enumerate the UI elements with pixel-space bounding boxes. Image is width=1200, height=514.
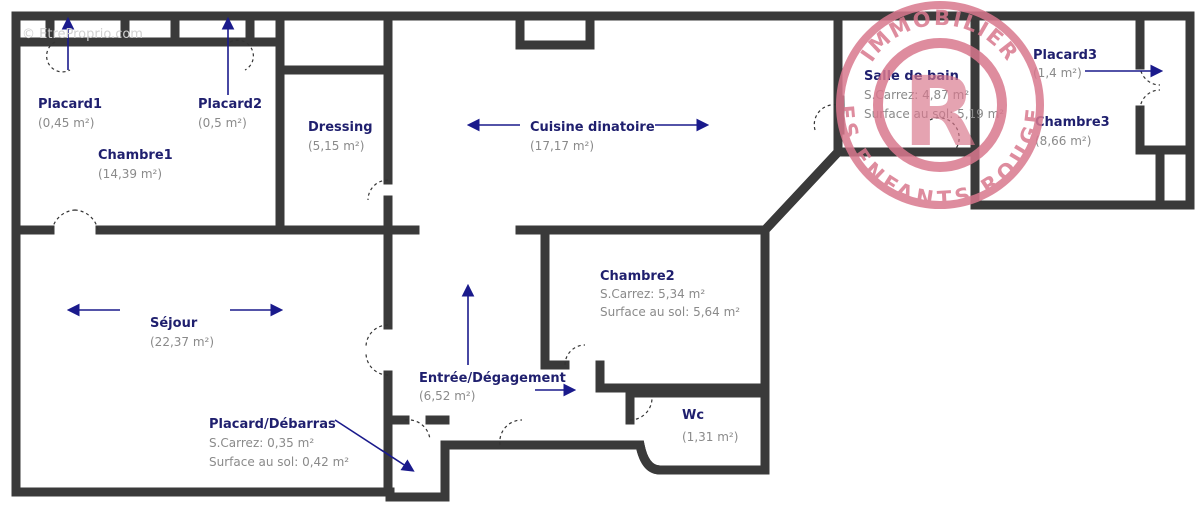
room-label: Placard1 bbox=[38, 97, 102, 112]
room-label: Séjour bbox=[150, 316, 198, 331]
room-label: Chambre3 bbox=[1035, 115, 1110, 130]
stamp-initials: R bbox=[903, 56, 977, 168]
room-area: (0,45 m²) bbox=[38, 116, 94, 130]
room-label: Placard2 bbox=[198, 97, 262, 112]
room-area: (8,66 m²) bbox=[1035, 134, 1091, 148]
doors bbox=[46, 39, 1161, 446]
walls bbox=[11, 11, 1195, 502]
room-label: Dressing bbox=[308, 120, 373, 135]
room-label: Entrée/Dégagement bbox=[419, 371, 566, 386]
room-area: S.Carrez: 4,87 m² bbox=[864, 88, 969, 102]
room-area: (22,37 m²) bbox=[150, 335, 214, 349]
direction-arrows bbox=[61, 16, 1164, 472]
room-area: (6,52 m²) bbox=[419, 389, 475, 403]
room-label: Chambre1 bbox=[98, 148, 173, 163]
watermark: © EtreProprio.com bbox=[22, 27, 143, 42]
room-label: Placard3 bbox=[1033, 48, 1097, 63]
room-area: S.Carrez: 0,35 m² bbox=[209, 436, 314, 450]
room-area: (17,17 m²) bbox=[530, 139, 594, 153]
room-label: Cuisine dinatoire bbox=[530, 120, 655, 135]
room-labels: Placard1 (0,45 m²) Placard2 (0,5 m²) Cha… bbox=[38, 48, 1110, 469]
room-label: Chambre2 bbox=[600, 269, 675, 284]
room-area: (1,31 m²) bbox=[682, 430, 738, 444]
room-area: (14,39 m²) bbox=[98, 167, 162, 181]
room-area: Surface au sol: 0,42 m² bbox=[209, 455, 349, 469]
arrow-placard-debarras bbox=[334, 419, 415, 472]
room-label: Wc bbox=[682, 408, 704, 423]
room-label: Placard/Débarras bbox=[209, 417, 336, 432]
room-area: S.Carrez: 5,34 m² bbox=[600, 287, 705, 301]
room-area: Surface au sol: 5,64 m² bbox=[600, 305, 740, 319]
room-area: Surface au sol: 5,19 m² bbox=[864, 107, 1004, 121]
room-area: (5,15 m²) bbox=[308, 139, 364, 153]
room-area: (0,5 m²) bbox=[198, 116, 247, 130]
room-area: (1,4 m²) bbox=[1033, 66, 1082, 80]
